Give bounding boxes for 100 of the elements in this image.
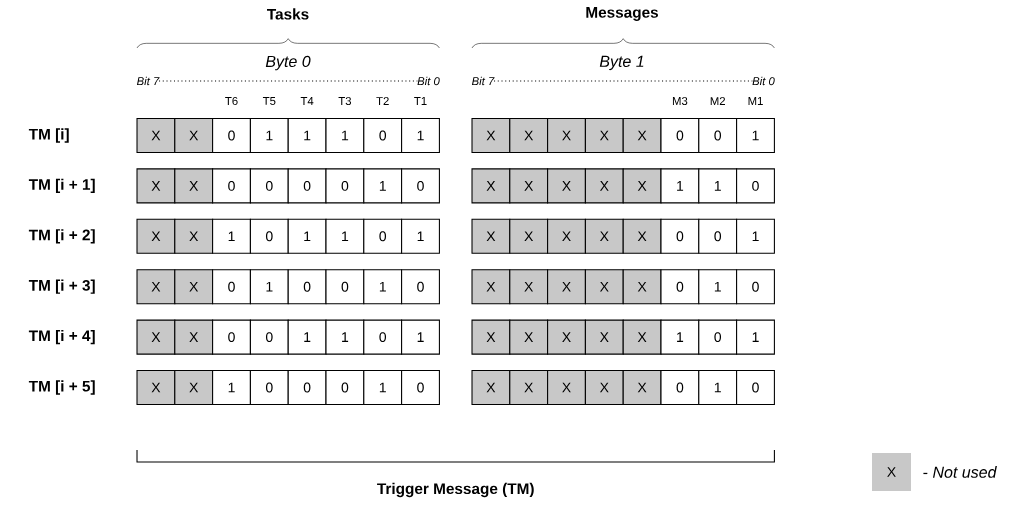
table-cell: 1 — [249, 269, 289, 305]
column-label: M1 — [748, 97, 763, 105]
table-cell: 0 — [249, 369, 289, 406]
table-cell: X — [471, 168, 511, 204]
table-cell: 1 — [660, 319, 700, 355]
table-cell: 0 — [363, 117, 403, 154]
table-cell: 0 — [698, 218, 738, 254]
table-cell: X — [547, 117, 586, 154]
table-cell: 1 — [363, 369, 403, 406]
table-cell: 0 — [287, 369, 327, 406]
table-cell: X — [547, 168, 586, 204]
heading: Messages — [586, 7, 658, 21]
table-cell: 0 — [660, 369, 700, 406]
bit-label: Bit 7 — [136, 76, 160, 86]
table-cell: 1 — [698, 369, 738, 406]
column-label: T5 — [262, 97, 276, 105]
table-cell: X — [509, 269, 549, 305]
byte-label: Byte 1 — [599, 55, 644, 71]
table-cell: X — [622, 269, 662, 305]
column-label: M2 — [710, 97, 725, 105]
column-label: T6 — [225, 97, 238, 105]
table-cell: X — [622, 319, 662, 355]
table-cell: 1 — [698, 269, 738, 305]
table-cell: X — [509, 319, 549, 355]
table-cell: X — [547, 269, 586, 305]
table-cell: X — [174, 218, 214, 254]
table-cell: X — [471, 117, 511, 154]
table-cell: X — [509, 168, 549, 204]
row-label: TM [i + 5] — [28, 380, 95, 395]
table-cell: 0 — [736, 269, 775, 305]
table-cell: 0 — [660, 218, 700, 254]
table-cell: 0 — [249, 168, 289, 204]
table-cell: X — [584, 319, 624, 355]
table-cell: X — [136, 117, 176, 154]
table-cell: X — [174, 369, 214, 406]
table-cell: X — [584, 218, 624, 254]
table-cell: X — [471, 319, 511, 355]
table-cell: X — [136, 168, 176, 204]
table-cell: X — [584, 168, 624, 204]
table-cell: 1 — [287, 117, 327, 154]
table-cell: X — [584, 369, 624, 406]
column-label: T2 — [376, 97, 389, 105]
bit-label: Bit 0 — [417, 76, 440, 86]
table-cell: X — [509, 369, 549, 406]
table-cell: 1 — [736, 319, 775, 355]
table-cell: 0 — [363, 319, 403, 355]
row-label: TM [i] — [28, 128, 69, 143]
bit-label: Bit 7 — [471, 76, 495, 86]
table-cell: 0 — [736, 168, 775, 204]
table-cell: 0 — [401, 269, 440, 305]
table-cell: 0 — [249, 218, 289, 254]
row-label: TM [i + 2] — [28, 229, 95, 244]
table-cell: X — [547, 369, 586, 406]
table-cell: X — [136, 369, 176, 406]
table-cell: 1 — [287, 218, 327, 254]
table-cell: 1 — [325, 117, 365, 154]
table-cell: 0 — [287, 168, 327, 204]
table-cell: 1 — [212, 369, 251, 406]
table-cell: 1 — [212, 218, 251, 254]
table-cell: 0 — [212, 319, 251, 355]
caption: Trigger Message (TM) — [377, 482, 534, 498]
legend-label: - Not used — [923, 466, 997, 478]
table-cell: 1 — [363, 168, 403, 204]
column-label: T3 — [338, 97, 352, 105]
row-label: TM [i + 1] — [28, 178, 95, 194]
table-cell: X — [547, 319, 586, 355]
table-cell: 0 — [325, 369, 365, 406]
table-cell: X — [174, 319, 214, 355]
column-label: T4 — [300, 97, 314, 105]
table-cell: 0 — [660, 117, 700, 154]
table-cell: 0 — [363, 218, 403, 254]
table-cell: 0 — [249, 319, 289, 355]
table-cell: 1 — [401, 319, 440, 355]
table-cell: X — [622, 168, 662, 204]
row-label: TM [i + 4] — [28, 329, 95, 345]
column-label: M3 — [672, 97, 688, 105]
table-cell: X — [471, 218, 511, 254]
table-cell: 1 — [363, 269, 403, 305]
bit-label: Bit 0 — [752, 76, 775, 86]
table-cell: X — [174, 269, 214, 305]
table-cell: X — [174, 168, 214, 204]
table-cell: 0 — [325, 269, 365, 305]
table-cell: X — [174, 117, 214, 154]
table-cell: X — [136, 269, 176, 305]
table-cell: 0 — [212, 117, 251, 154]
table-cell: 1 — [287, 319, 327, 355]
table-cell: 0 — [660, 269, 700, 305]
table-cell: 1 — [401, 218, 440, 254]
table-cell: 0 — [736, 369, 775, 406]
table-cell: X — [584, 117, 624, 154]
table-cell: X — [471, 369, 511, 406]
table-cell: X — [471, 269, 511, 305]
table-cell: X — [136, 319, 176, 355]
heading: Tasks — [267, 8, 309, 20]
table-cell: X — [622, 117, 662, 154]
table-cell: X — [136, 218, 176, 254]
table-cell: 0 — [325, 168, 365, 204]
table-cell: 1 — [401, 117, 440, 154]
table-cell: 1 — [736, 117, 775, 154]
row-label: TM [i + 3] — [28, 279, 95, 294]
